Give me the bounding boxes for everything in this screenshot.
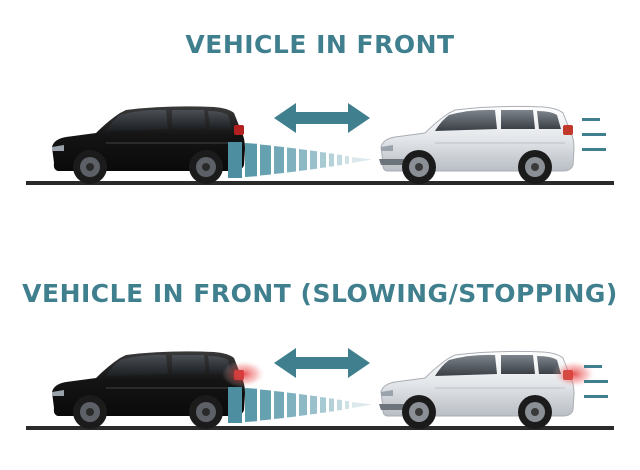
- silver-suv-icon: [378, 105, 575, 185]
- scene-illustration: [26, 103, 614, 185]
- double-arrow-icon: [274, 103, 370, 133]
- scene-heading: VEHICLE IN FRONT: [185, 30, 455, 59]
- road-line: [26, 181, 614, 185]
- brake-glow-icon: [222, 360, 266, 388]
- scene-vehicle-in-front: VEHICLE IN FRONT: [26, 30, 614, 185]
- radar-beam-icon: [228, 387, 372, 423]
- scene-vehicle-in-front-slowing: VEHICLE IN FRONT (SLOWING/STOPPING): [0, 235, 640, 470]
- scene-heading: VEHICLE IN FRONT (SLOWING/STOPPING): [22, 279, 618, 308]
- motion-lines-icon: [582, 118, 606, 151]
- black-suv-icon: [51, 105, 246, 185]
- radar-beam-icon: [228, 142, 372, 178]
- black-suv-icon: [51, 350, 246, 430]
- silver-suv-icon: [378, 350, 575, 430]
- motion-lines-icon: [584, 365, 608, 398]
- double-arrow-icon: [274, 348, 370, 378]
- brake-glow-icon: [552, 360, 596, 388]
- scene-illustration: [26, 348, 614, 430]
- road-line: [26, 426, 614, 430]
